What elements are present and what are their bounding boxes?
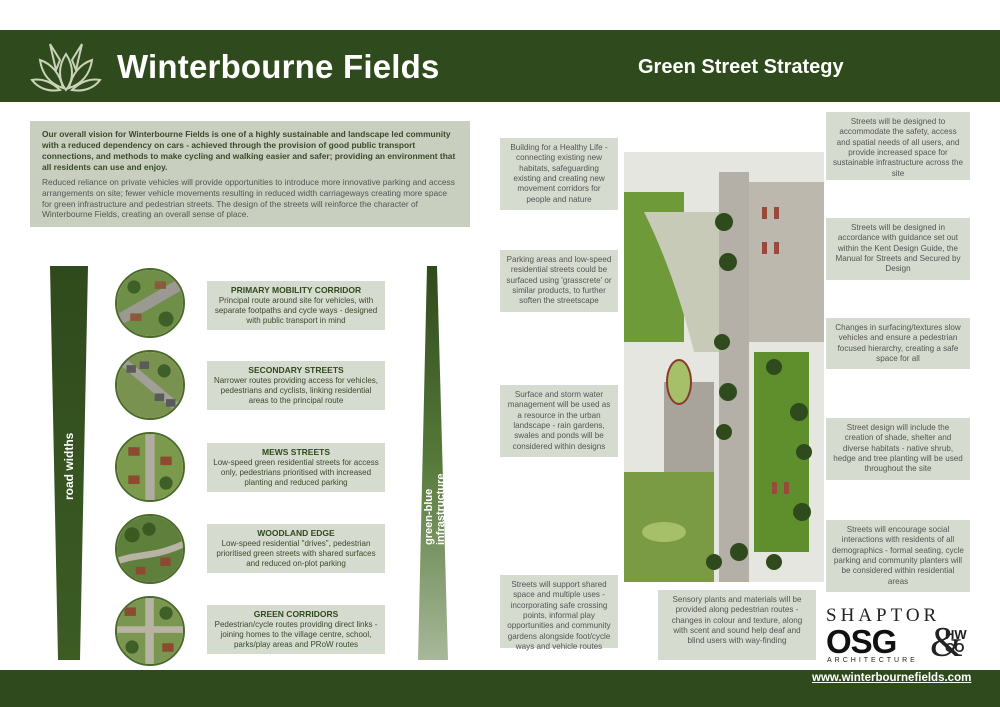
footer-bar — [0, 670, 1000, 707]
street-title: MEWS STREETS — [261, 447, 330, 457]
intro-panel: Our overall vision for Winterbourne Fiel… — [30, 121, 470, 227]
co-text: CO — [945, 640, 965, 655]
green-corridors-box: GREEN CORRIDORS Pedestrian/cycle routes … — [207, 605, 385, 654]
leaf-logo-icon — [30, 43, 102, 92]
site-plan-illustration — [624, 152, 824, 582]
mews-streets-aerial-image — [115, 432, 185, 502]
woodland-edge-box: WOODLAND EDGE Low-speed residential "dri… — [207, 524, 385, 573]
page-subtitle: Green Street Strategy — [638, 56, 844, 78]
note-sensory-plants: Sensory plants and materials will be pro… — [658, 590, 816, 660]
primary-corridor-box: PRIMARY MOBILITY CORRIDOR Principal rout… — [207, 281, 385, 330]
street-title: SECONDARY STREETS — [248, 365, 344, 375]
website-link[interactable]: www.winterbournefields.com — [812, 672, 972, 684]
ampersand-logo: & — [930, 620, 963, 666]
mews-streets-box: MEWS STREETS Low-speed green residential… — [207, 443, 385, 492]
architecture-logo-text: ARCHITECTURE — [827, 657, 918, 664]
street-title: PRIMARY MOBILITY CORRIDOR — [230, 285, 362, 295]
green-corridors-aerial-image — [115, 596, 185, 666]
note-shared-space: Streets will support shared space and mu… — [500, 575, 618, 651]
street-title: GREEN CORRIDORS — [253, 609, 339, 619]
note-social-interactions: Streets will encourage social interactio… — [826, 520, 970, 593]
note-design-guidance: Streets will be designed in accordance w… — [826, 218, 970, 280]
osg-logo-text: OSG — [826, 623, 897, 660]
street-desc: Principal route around site for vehicles… — [214, 296, 378, 325]
road-widths-label: road widths — [62, 432, 76, 500]
secondary-streets-box: SECONDARY STREETS Narrower routes provid… — [207, 361, 385, 410]
green-blue-wedge — [418, 266, 448, 660]
shaptor-logo-text: SHAPTOR — [826, 605, 941, 626]
hw-text: HW — [945, 627, 967, 642]
street-title: WOODLAND EDGE — [257, 528, 335, 538]
street-desc: Low-speed residential "drives", pedestri… — [216, 539, 376, 568]
green-blue-label: green-blue infrastructure — [423, 473, 447, 545]
secondary-streets-aerial-image — [115, 350, 185, 420]
street-desc: Narrower routes providing access for veh… — [213, 376, 379, 405]
primary-corridor-aerial-image — [115, 268, 185, 338]
hwco-logo: HW CO — [945, 628, 967, 654]
header-bar — [0, 30, 1000, 102]
street-desc: Low-speed green residential streets for … — [213, 458, 379, 487]
note-storm-water: Surface and storm water management will … — [500, 385, 618, 458]
note-safety-access: Streets will be designed to accommodate … — [826, 112, 970, 180]
note-healthy-life: Building for a Healthy Life - connecting… — [500, 138, 618, 211]
site-title: Winterbourne Fields — [117, 48, 440, 85]
note-shade-habitats: Street design will include the creation … — [826, 418, 970, 480]
note-parking-surfaces: Parking areas and low-speed residential … — [500, 250, 618, 312]
street-desc: Pedestrian/cycle routes providing direct… — [214, 620, 378, 649]
intro-lead: Our overall vision for Winterbourne Fiel… — [42, 129, 456, 172]
intro-body: Reduced reliance on private vehicles wil… — [42, 176, 455, 220]
note-surfacing-textures: Changes in surfacing/textures slow vehic… — [826, 318, 970, 370]
road-widths-wedge — [50, 266, 88, 660]
woodland-edge-aerial-image — [115, 514, 185, 584]
